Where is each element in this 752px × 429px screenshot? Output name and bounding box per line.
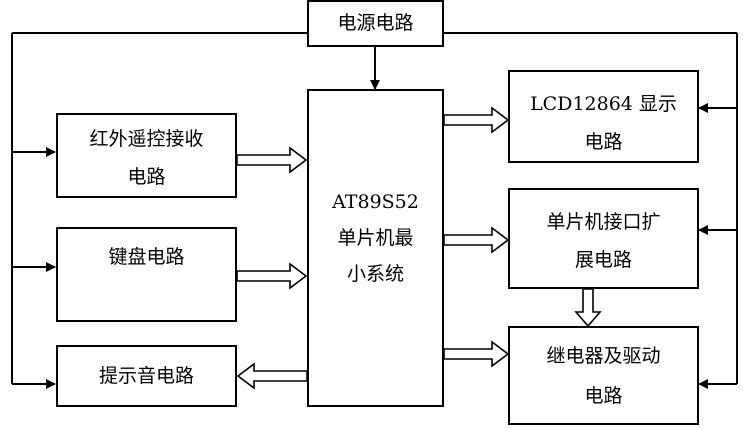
relay-block: 继电器及驱动 电路 xyxy=(508,326,699,425)
mcu-to-expansion-arrow xyxy=(443,226,510,254)
keyboard-to-mcu-arrow xyxy=(236,262,308,290)
ir-receiver-label-line1: 红外遥控接收 xyxy=(89,128,204,150)
expansion-to-relay-arrow xyxy=(574,288,602,328)
buzzer-label: 提示音电路 xyxy=(98,365,194,387)
ir-receiver-block: 红外遥控接收 电路 xyxy=(56,113,237,198)
mcu-label-line2: 单片机最 xyxy=(337,227,414,249)
expansion-block: 单片机接口扩 展电路 xyxy=(508,188,699,289)
lcd-label-line1: LCD12864 显示 xyxy=(530,93,677,115)
expansion-label-line2: 展电路 xyxy=(574,249,632,271)
buzzer-block: 提示音电路 xyxy=(56,345,237,407)
expansion-label-line1: 单片机接口扩 xyxy=(546,211,661,233)
ir-to-mcu-arrow xyxy=(236,146,308,174)
ir-receiver-label-line2: 电路 xyxy=(127,166,166,188)
mcu-label-line1: AT89S52 xyxy=(332,191,419,213)
power-supply-label: 电源电路 xyxy=(337,12,414,34)
keyboard-block: 键盘电路 xyxy=(56,227,237,322)
lcd-block: LCD12864 显示 电路 xyxy=(508,70,699,163)
mcu-to-buzzer-arrow xyxy=(236,362,308,390)
mcu-block: AT89S52 单片机最 小系统 xyxy=(307,89,444,407)
relay-label-line1: 继电器及驱动 xyxy=(546,345,661,367)
keyboard-label: 键盘电路 xyxy=(108,246,185,268)
lcd-label-line2: 电路 xyxy=(584,131,623,153)
mcu-label-line3: 小系统 xyxy=(346,263,404,285)
relay-label-line2: 电路 xyxy=(584,385,623,407)
mcu-to-lcd-arrow xyxy=(443,106,510,134)
mcu-to-relay-arrow xyxy=(443,340,510,368)
power-supply-block: 电源电路 xyxy=(307,0,444,47)
